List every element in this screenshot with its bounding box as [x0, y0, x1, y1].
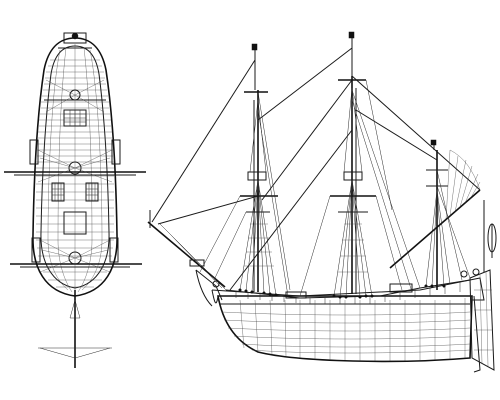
- bow-stem: [211, 289, 219, 304]
- bow-tip-top: [69, 299, 81, 319]
- lateen-fan: [445, 149, 481, 221]
- bowsprit-rigging-top: [39, 347, 111, 359]
- main-hatch-top: [63, 211, 87, 235]
- fore-top-platform: [247, 171, 267, 181]
- stern-lantern-top: [71, 32, 79, 40]
- starboard-main-channel-top: [111, 139, 121, 165]
- mizzen-mast-top: [69, 89, 81, 101]
- main-shrouds: [333, 87, 373, 298]
- shrouds-top: [37, 79, 113, 273]
- quarterdeck-side: [389, 283, 413, 293]
- stays: [151, 47, 481, 291]
- rudder-side: [473, 295, 481, 373]
- fore-shrouds: [239, 99, 277, 296]
- running-rigging: [159, 79, 471, 297]
- fore-truck: [251, 43, 258, 51]
- stern-castle-side: [469, 269, 495, 371]
- deadeyes: [238, 284, 446, 299]
- cutwater: [195, 269, 213, 307]
- main-mast-top: [68, 161, 82, 175]
- cathead: [212, 280, 220, 288]
- ship-top-view: [4, 32, 146, 368]
- main-truck: [348, 31, 355, 39]
- hull-planking-side: [221, 298, 471, 361]
- fore-mast-top: [68, 251, 82, 265]
- spritsail-yard: [189, 259, 205, 267]
- ship-side-view: [147, 31, 497, 373]
- beakhead: [195, 269, 223, 301]
- mizzen-shrouds: [425, 189, 451, 287]
- deck-hatch-side: [285, 291, 307, 299]
- main-top-platform: [343, 171, 363, 181]
- planks-top: [47, 44, 103, 294]
- port-channel-top: [31, 237, 41, 263]
- stern-lamp-small: [472, 268, 480, 276]
- port-main-channel-top: [29, 139, 39, 165]
- hull-outline-top: [32, 37, 118, 297]
- stern-lamp-small-2: [460, 270, 468, 278]
- hull-outline-side: [217, 295, 473, 363]
- mizzen-truck: [430, 139, 437, 146]
- starboard-channel-top: [109, 237, 119, 263]
